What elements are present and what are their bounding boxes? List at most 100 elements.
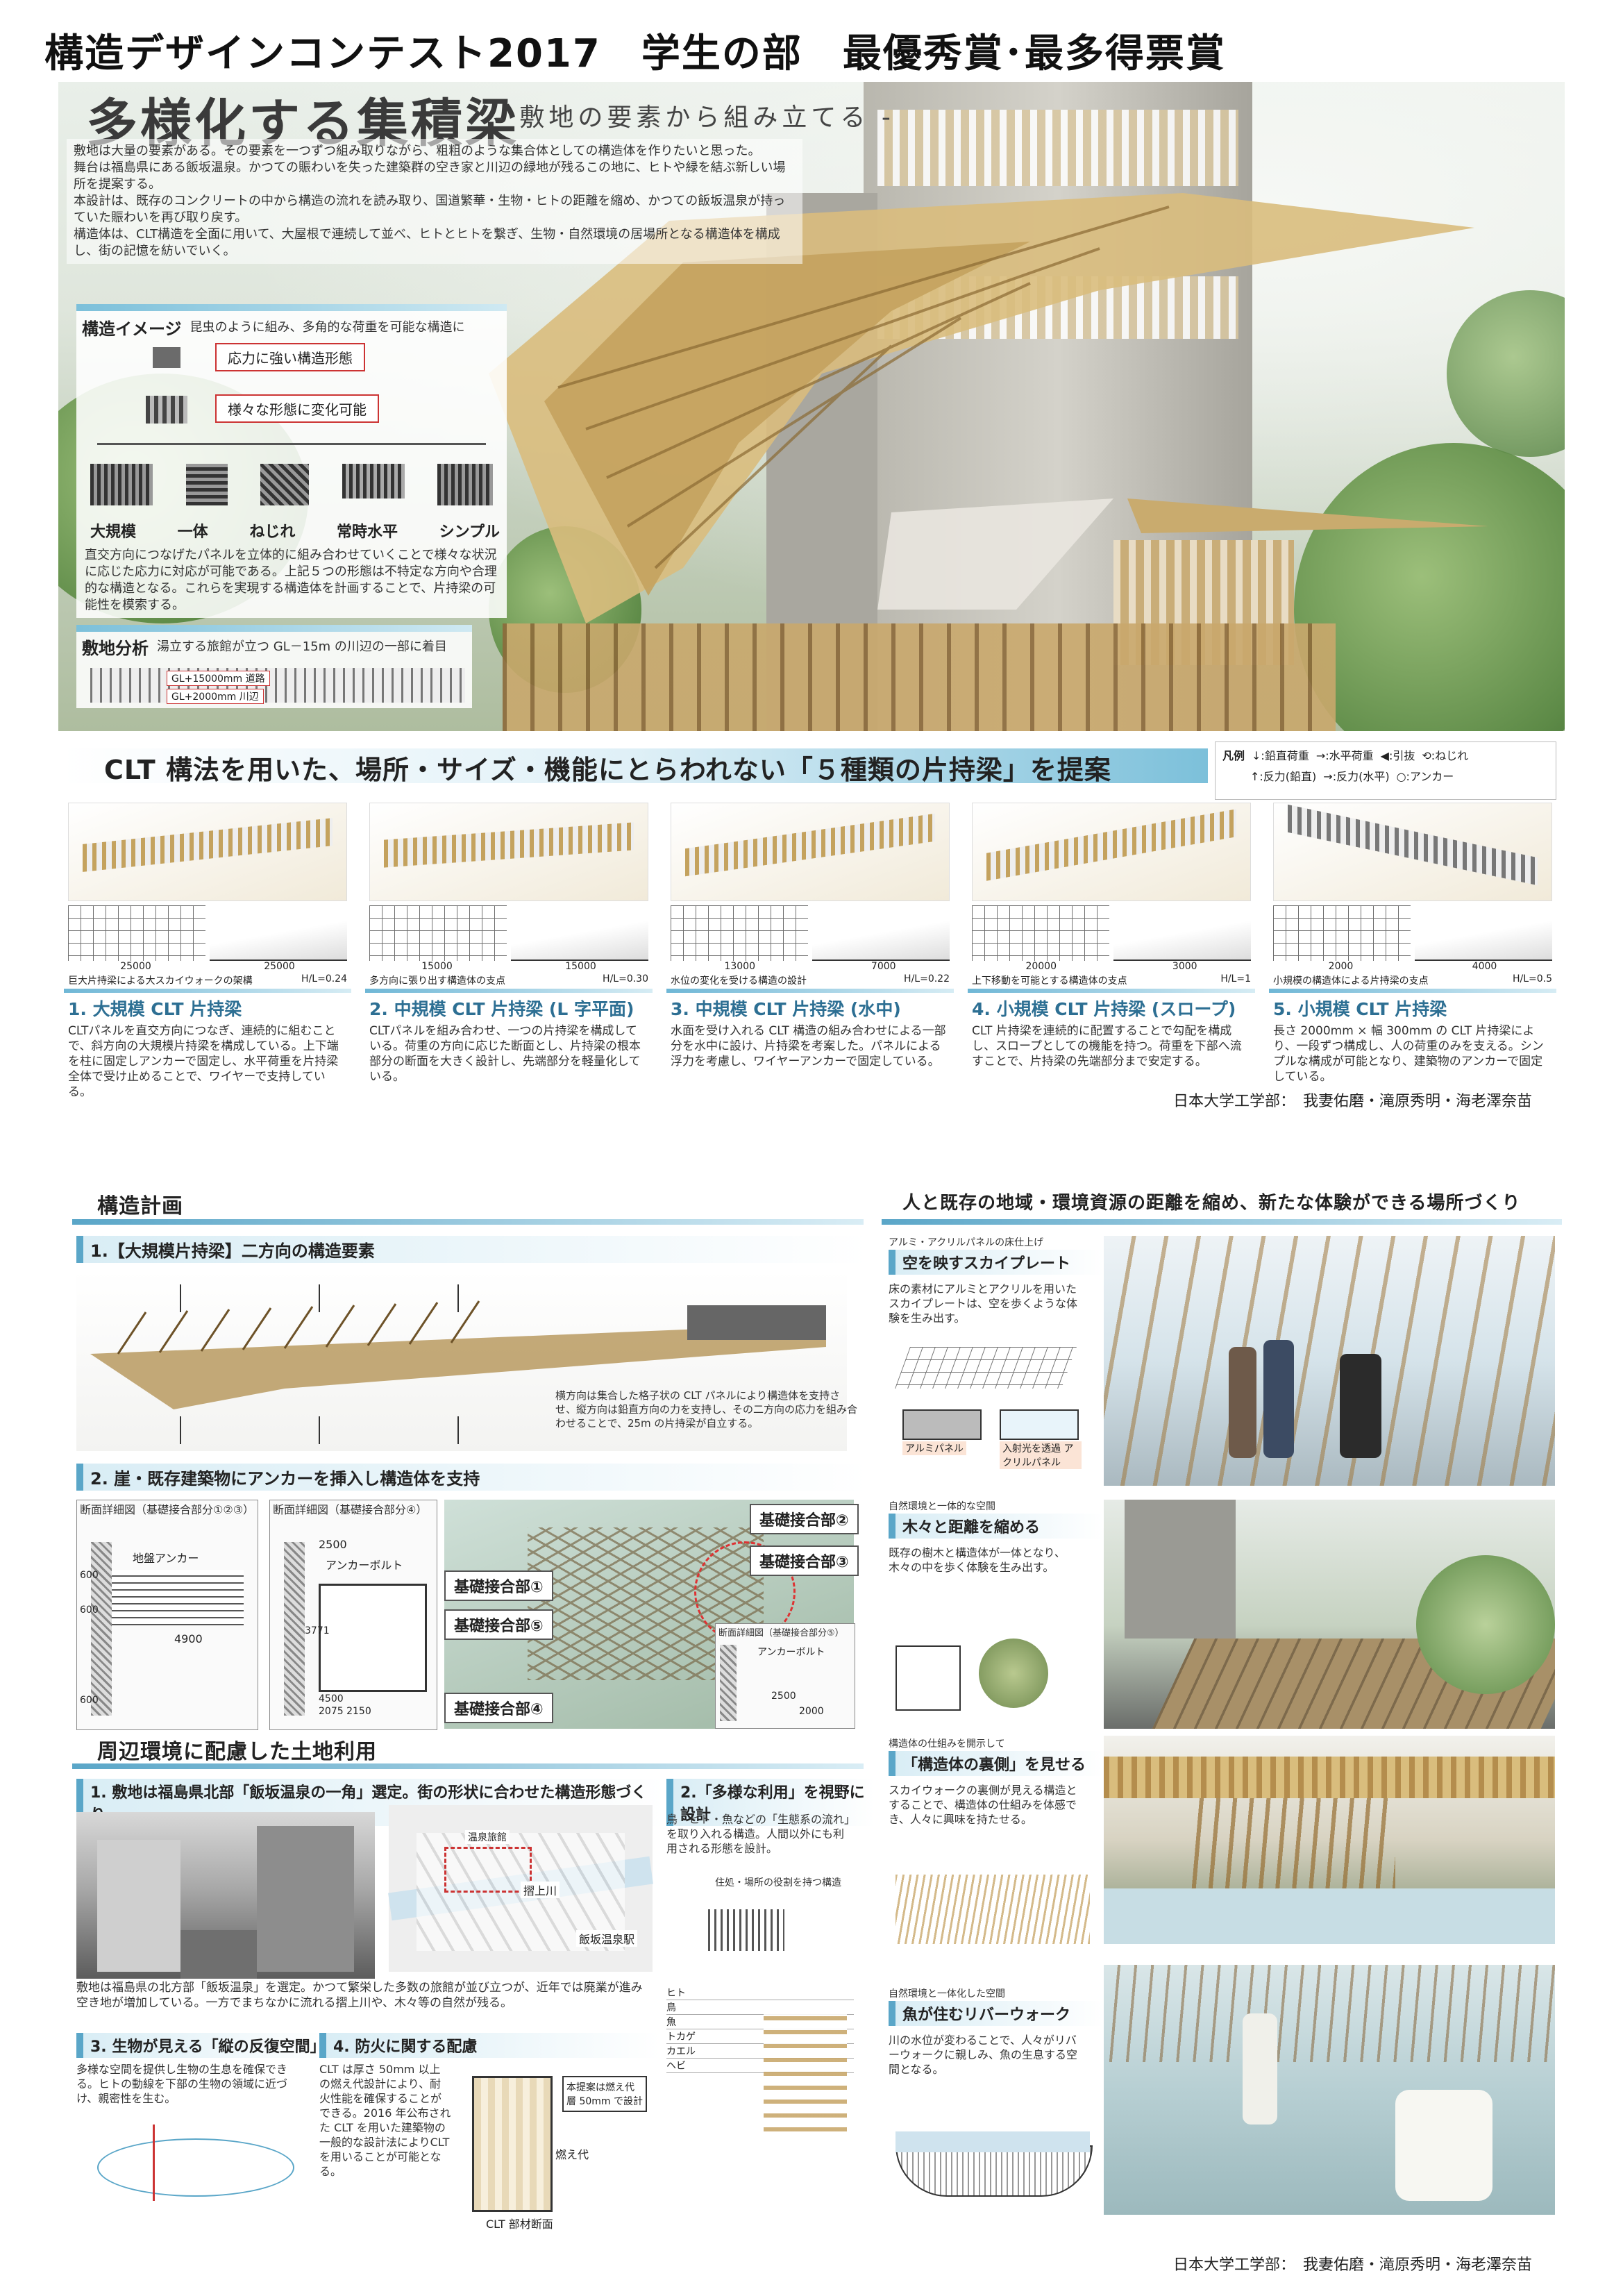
map-label-river: 摺上川 bbox=[521, 1882, 560, 1898]
type-horizontal: 常時水平 bbox=[336, 523, 398, 541]
site-analysis-note: 湯立する旅館が立つ GL－15m の川辺の一部に着目 bbox=[157, 639, 447, 654]
structure-image-panel: 構造イメージ 昆虫のように組み、多角的な荷重を可能な構造に 応力に強い構造形態 … bbox=[76, 304, 507, 618]
land-s2-text: 鳥・ヒト・魚などの「生態系の流れ」を取り入れる構造。人間以外にも利用される形態を… bbox=[666, 1813, 850, 1855]
card-desc: 長さ 2000mm × 幅 300mm の CLT 片持梁により、一段ずつ構成し… bbox=[1273, 1024, 1544, 1084]
detail-3: 断面詳細図（基礎接合部分⑤） アンカーボルト 2500 2000 bbox=[715, 1623, 855, 1729]
land-s3: 3. 生物が見える「縦の反復空間」 bbox=[76, 2033, 326, 2058]
card-caption: 上下移動を可能とする構造体の支点 bbox=[972, 975, 1127, 987]
e1-label-acryl: 入射光を透過 アクリルパネル bbox=[1000, 1441, 1082, 1469]
card-ratio: H/L=0.5 bbox=[1512, 973, 1552, 984]
card-title: 4. 小規模 CLT 片持梁 (スロープ) bbox=[972, 999, 1236, 1019]
type-simple: シンプル bbox=[439, 523, 500, 541]
card-desc: CLT 片持梁を連続的に配置することで勾配を構成し、スロープとしての機能を持つ。… bbox=[972, 1024, 1242, 1069]
card-title: 1. 大規模 CLT 片持梁 bbox=[68, 999, 242, 1019]
land-s3-text: 多様な空間を提供し生物の生息を確保できる。ヒトの動線を下部の生物の領域に近づけ、… bbox=[76, 2063, 288, 2105]
dim: 3000 bbox=[1172, 961, 1197, 972]
species-item: トカゲ bbox=[666, 2029, 854, 2044]
type-unified: 一体 bbox=[177, 523, 208, 541]
dim-2500b: 2500 bbox=[771, 1691, 796, 1702]
site-analysis-panel: 敷地分析 湯立する旅館が立つ GL－15m の川辺の一部に着目 GL+15000… bbox=[76, 625, 472, 708]
plan-s1-note: 横方向は集合した格子状の CLT パネルにより構造体を支持させ、縦方向は鉛直方向… bbox=[555, 1389, 858, 1430]
experience-heading: 人と既存の地域・環境資源の距離を縮め、新たな体験ができる場所づくり bbox=[902, 1193, 1521, 1214]
e3-text: スカイウォークの裏側が見える構造とすることで、構造体の仕組みを体感でき、人々に興… bbox=[889, 1784, 1077, 1826]
fire-label: 燃え代 bbox=[555, 2148, 589, 2161]
card-ratio: H/L=0.22 bbox=[904, 973, 950, 984]
dim: 2000 bbox=[1328, 961, 1354, 972]
dim-600: 600 bbox=[80, 1604, 99, 1616]
fire-box: 本提案は燃え代層 50mm で設計 bbox=[562, 2076, 647, 2112]
e1-title: 空を映すスカイプレート bbox=[889, 1250, 1104, 1275]
card-desc: CLTパネルを直交方向につなぎ、連続的に組むことで、斜方向の大規模片持梁を構成し… bbox=[68, 1024, 339, 1099]
detail-1-title: 断面詳細図（基礎接合部分①②③） bbox=[80, 1503, 255, 1516]
e3-title: 「構造体の裏側」を見せる bbox=[889, 1751, 1104, 1776]
proposal-heading-bar bbox=[62, 748, 1208, 783]
legend-item: ⟲:ねじれ bbox=[1422, 749, 1469, 762]
e4-diagram bbox=[895, 2118, 1093, 2197]
fire-caption: CLT 部材断面 bbox=[486, 2218, 553, 2231]
legend-item: →:反力(水平) bbox=[1323, 770, 1390, 783]
dim: 7000 bbox=[871, 961, 896, 972]
legend-label: 凡例 bbox=[1222, 749, 1245, 762]
species-item: カエル bbox=[666, 2044, 854, 2059]
card-caption: 小規模の構造体による片持梁の支点 bbox=[1273, 975, 1429, 987]
footer-credit-1: 日本大学工学部： 我妻佑磨・滝原秀明・海老澤奈苗 bbox=[1173, 1093, 1533, 1110]
e1-diagram bbox=[895, 1347, 1077, 1389]
species-item: ヘビ bbox=[666, 2059, 854, 2073]
habitat-diagram: 住処・場所の役割を持つ構造 ヒト 鳥 魚 トカゲ カエル ヘビ bbox=[666, 1875, 854, 2173]
box-strong-form: 応力に強い構造形態 bbox=[215, 343, 365, 371]
land-s4: 4. 防火に関する配慮 bbox=[319, 2033, 659, 2058]
card-title: 3. 中規模 CLT 片持梁 (水中) bbox=[671, 999, 901, 1019]
land-s1-text: 敷地は福島県の北方部「飯坂温泉」を選定。かつて繁栄した多数の旅館が並び立つが、近… bbox=[76, 1981, 643, 2010]
e4-photo bbox=[1104, 1965, 1555, 2215]
e4-text: 川の水位が変わることで、人々がリバーウォークに親しみ、魚の生息する空間となる。 bbox=[889, 2034, 1078, 2076]
land-s4-text: CLT は厚さ 50mm 以上の燃え代設計により、耐火性能を確保することができる… bbox=[319, 2063, 451, 2178]
clt-section bbox=[472, 2076, 553, 2212]
sheet-title: 構造デザインコンテスト2017 学生の部 最優秀賞･最多得票賞 bbox=[44, 31, 1226, 76]
structure-image-desc: 直交方向につなげたパネルを立体的に組み合わせていくことで様々な状況に応じた応力に… bbox=[85, 548, 497, 612]
main-subtitle: - 敷地の要素から組み立てる - bbox=[494, 103, 895, 132]
footer-credit-2: 日本大学工学部： 我妻佑磨・滝原秀明・海老澤奈苗 bbox=[1173, 2256, 1533, 2274]
joint-4: 基礎接合部④ bbox=[444, 1693, 553, 1723]
tag-road: GL+15000mm 道路 bbox=[167, 671, 270, 686]
card-caption: 水位の変化を受ける構造の設計 bbox=[671, 975, 807, 987]
e2-photo bbox=[1104, 1500, 1555, 1729]
e2-title: 木々と距離を縮める bbox=[889, 1514, 1104, 1539]
joint-3: 基礎接合部③ bbox=[750, 1545, 859, 1576]
e3-photo bbox=[1104, 1736, 1555, 1944]
intro-text: 敷地は大量の要素がある。その要素を一つずつ組み取りながら、粗粗のような集合体とし… bbox=[67, 139, 802, 264]
map-label-station: 飯坂温泉駅 bbox=[576, 1930, 638, 1947]
type-large: 大規模 bbox=[90, 523, 137, 541]
e2-diagram bbox=[895, 1632, 1069, 1715]
card-caption: 巨大片持梁による大スカイウォークの架構 bbox=[68, 975, 253, 987]
experience-heading-bar bbox=[882, 1219, 1562, 1225]
legend: 凡例 ↓:鉛直荷重 →:水平荷重 ◀:引抜 ⟲:ねじれ ↑:反力(鉛直) →:反… bbox=[1215, 741, 1556, 800]
e4-kicker: 自然環境と一体化した空間 bbox=[889, 1988, 1005, 2000]
e3-diagram bbox=[895, 1875, 1090, 1944]
dim: 20000 bbox=[1025, 961, 1057, 972]
structure-image-note: 昆虫のように組み、多角的な荷重を可能な構造に bbox=[190, 319, 465, 335]
legend-item: ◀:引抜 bbox=[1380, 749, 1415, 762]
dim-4900: 4900 bbox=[174, 1632, 203, 1645]
card-ratio: H/L=0.30 bbox=[603, 973, 648, 984]
dim-600: 600 bbox=[80, 1570, 99, 1581]
card-desc: CLTパネルを組み合わせ、一つの片持梁を構成している。荷重の方向に応じた断面とし… bbox=[369, 1024, 641, 1084]
dim-2500: 2500 bbox=[319, 1538, 347, 1551]
joint-5: 基礎接合部⑤ bbox=[444, 1609, 553, 1640]
tag-river: GL+2000mm 川辺 bbox=[167, 689, 264, 704]
card-desc: 水面を受け入れる CLT 構造の組み合わせによる一部分を水中に設け、片持梁を考案… bbox=[671, 1024, 946, 1069]
e4-title: 魚が住むリバーウォーク bbox=[889, 2001, 1104, 2026]
plan-s2: 2. 崖・既存建築物にアンカーを挿入し構造体を支持 bbox=[76, 1464, 868, 1491]
joint-axonometric bbox=[444, 1500, 854, 1729]
land-heading: 周辺環境に配慮した土地利用 bbox=[97, 1740, 377, 1764]
plan-heading-bar bbox=[72, 1219, 864, 1225]
dim: 4000 bbox=[1472, 961, 1497, 972]
e1-text: 床の素材にアルミとアクリルを用いたスカイプレートは、空を歩くような体験を生み出す… bbox=[889, 1282, 1078, 1325]
dim-3771: 3771 bbox=[305, 1625, 330, 1636]
land-s2: 2.「多様な利用」を視野に設計 bbox=[666, 1779, 875, 1826]
dim-2150: 2150 bbox=[346, 1706, 371, 1717]
dim: 15000 bbox=[421, 961, 453, 972]
